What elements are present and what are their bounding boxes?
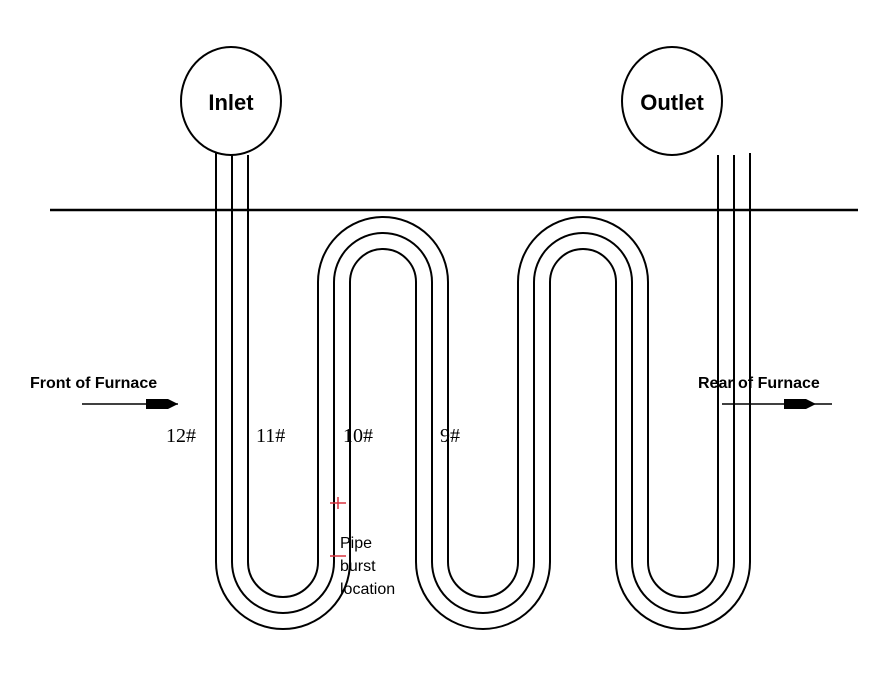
- tube-outer-wall: [215, 153, 751, 630]
- rear-of-furnace: Rear of Furnace: [698, 375, 832, 409]
- inlet-header: Inlet: [180, 46, 282, 156]
- rear-label: Rear of Furnace: [698, 375, 820, 392]
- outlet-label: Outlet: [640, 90, 704, 115]
- rear-arrow-head: [784, 399, 816, 409]
- front-label: Front of Furnace: [30, 375, 157, 392]
- tube-middle-wall: [231, 155, 735, 614]
- outlet-header: Outlet: [621, 46, 723, 156]
- burst-line-1: Pipe: [340, 535, 372, 552]
- burst-line-2: burst: [340, 558, 376, 575]
- burst-line-3: location: [340, 581, 395, 598]
- front-arrow-head: [146, 399, 178, 409]
- tube-inner-wall: [247, 155, 719, 598]
- tube-label-11: 11#: [256, 425, 285, 447]
- pipe-burst-annotation: Pipe burst location: [340, 535, 395, 598]
- burst-markers: [330, 497, 346, 557]
- tube-label-10: 10#: [343, 425, 373, 447]
- front-of-furnace: Front of Furnace: [30, 375, 178, 409]
- serpentine-tube: [215, 153, 751, 630]
- tube-label-12: 12#: [166, 425, 196, 447]
- tube-number-labels: 12# 11# 10# 9#: [166, 425, 460, 447]
- tube-label-9: 9#: [440, 425, 460, 447]
- inlet-label: Inlet: [208, 90, 254, 115]
